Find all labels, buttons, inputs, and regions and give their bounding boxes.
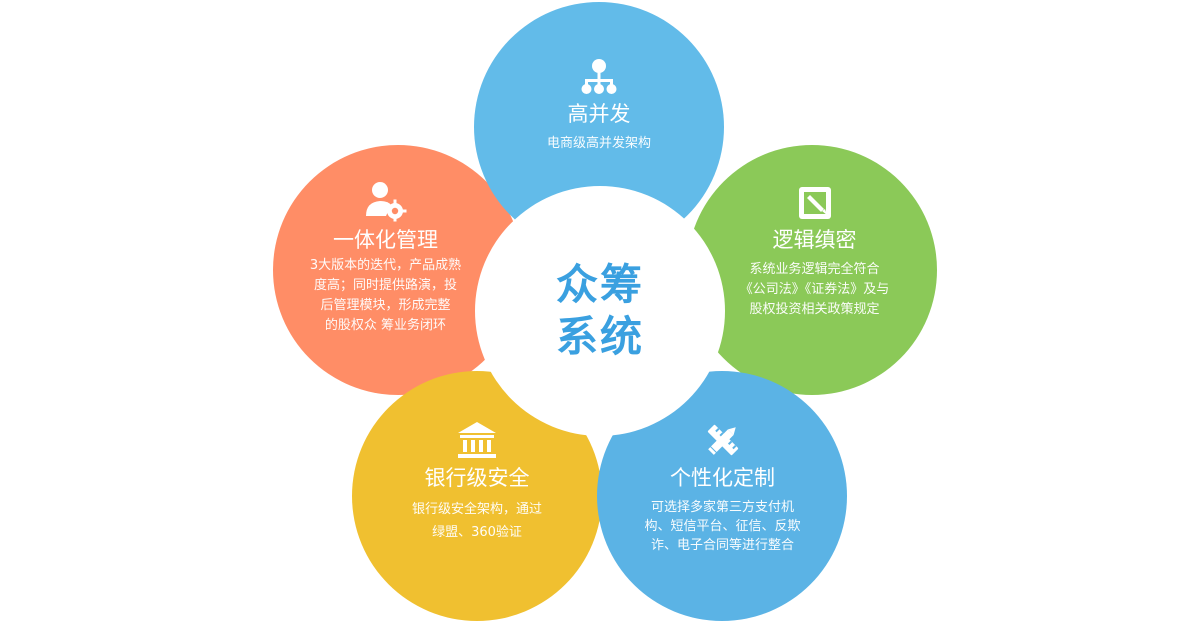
petal-bottom-right-content: 个性化定制 可选择多家第三方支付机 构、短信平台、征信、反欺 诈、电子合同等进行… <box>620 420 825 555</box>
user-gear-icon <box>365 182 406 222</box>
petal-right-desc-line: 股权投资相关政策规定 <box>749 302 880 317</box>
petal-right-title: 逻辑缜密 <box>772 228 857 252</box>
petal-bottom-left-desc: 银行级安全架构，通过 绿盟、360验证 <box>377 498 577 544</box>
pencil-ruler-icon <box>707 424 738 456</box>
petal-bottom-right-desc: 可选择多家第三方支付机 构、短信平台、征信、反欺 诈、电子合同等进行整合 <box>620 498 825 555</box>
petal-left-desc-line: 度高；同时提供路演，投 <box>313 278 457 293</box>
petal-left-desc: 3大版本的迭代，产品成熟 度高；同时提供路演，投 后管理模块，形成完整 的股权众… <box>288 256 483 336</box>
petal-bottom-right-title: 个性化定制 <box>670 466 775 490</box>
petal-right-desc-line: 《公司法》《证券法》及与 <box>739 282 890 297</box>
petal-bottom-left-desc-line: 银行级安全架构，通过 <box>411 502 542 517</box>
bank-icon <box>458 422 496 458</box>
center-title-line1: 众筹 <box>555 260 644 309</box>
petal-top-title: 高并发 <box>567 102 631 126</box>
center-title: 众筹 系统 <box>545 259 655 363</box>
petal-bottom-left-title: 银行级安全 <box>424 466 530 490</box>
petal-top-desc: 电商级高并发架构 <box>499 134 699 154</box>
petal-bottom-right-desc-line: 可选择多家第三方支付机 <box>650 500 794 515</box>
petal-bottom-right-desc-line: 构、短信平台、征信、反欺 <box>644 519 801 534</box>
petal-left-title: 一体化管理 <box>333 228 438 252</box>
center-title-line2: 系统 <box>555 312 644 361</box>
petal-left-content: 一体化管理 3大版本的迭代，产品成熟 度高；同时提供路演，投 后管理模块，形成完… <box>288 180 483 336</box>
petal-right-desc-line: 系统业务逻辑完全符合 <box>749 262 880 277</box>
petal-bottom-right-desc-line: 诈、电子合同等进行整合 <box>650 538 794 553</box>
petal-right-content: 逻辑缜密 系统业务逻辑完全符合 《公司法》《证券法》及与 股权投资相关政策规定 <box>712 184 917 320</box>
petal-bottom-left-content: 银行级安全 银行级安全架构，通过 绿盟、360验证 <box>377 420 577 544</box>
org-chart-icon <box>581 59 617 94</box>
petal-right <box>687 145 937 395</box>
petal-left-desc-line: 的股权众 筹业务闭环 <box>324 318 447 333</box>
center-circle: 众筹 系统 <box>475 186 725 436</box>
edit-square-icon <box>798 187 831 219</box>
petal-bottom-left-desc-line: 绿盟、360验证 <box>432 525 522 540</box>
petal-left-desc-line: 后管理模块，形成完整 <box>320 298 451 313</box>
petal-top-content: 高并发 电商级高并发架构 <box>499 58 699 154</box>
petal-left-desc-line: 3大版本的迭代，产品成熟 <box>309 258 462 273</box>
petal-right-desc: 系统业务逻辑完全符合 《公司法》《证券法》及与 股权投资相关政策规定 <box>712 260 917 320</box>
petal-top-desc-line: 电商级高并发架构 <box>546 136 651 151</box>
